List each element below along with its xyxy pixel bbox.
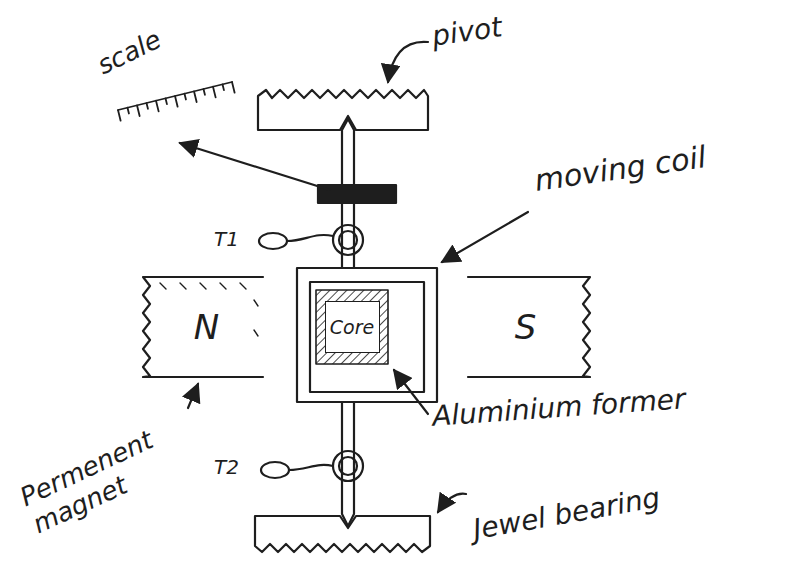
part-label: moving coil bbox=[532, 140, 708, 198]
pivot-leader bbox=[388, 42, 428, 82]
aluminium-former-hatch bbox=[316, 290, 388, 364]
pointer bbox=[180, 143, 330, 190]
terminal-label: T2 bbox=[214, 456, 239, 479]
scale-tick bbox=[118, 110, 121, 121]
aluminium-former-leader bbox=[394, 370, 428, 414]
part-label: Jewel bearing bbox=[471, 482, 663, 547]
jewel-bearing-block bbox=[255, 516, 430, 552]
spindle-lower bbox=[342, 402, 354, 526]
core-label: Core bbox=[330, 316, 374, 338]
magnet-pole-box: S bbox=[468, 279, 583, 375]
scale-tick bbox=[213, 87, 216, 98]
scale-tick bbox=[232, 82, 235, 93]
magnet-south-outline bbox=[468, 277, 590, 377]
magnet-pole-box: N bbox=[150, 279, 263, 375]
pivot-block bbox=[258, 90, 428, 130]
terminal-1 bbox=[259, 233, 287, 249]
scale-tick bbox=[166, 98, 167, 104]
scale-arc bbox=[118, 82, 232, 110]
scale-marks bbox=[118, 82, 235, 121]
terminal-2 bbox=[261, 462, 289, 478]
jewel-bearing-leader bbox=[438, 494, 466, 512]
terminal-label: T1 bbox=[214, 228, 239, 251]
scale-tick bbox=[156, 101, 159, 112]
part-label: Aluminium former bbox=[431, 383, 686, 433]
magnet-north-outline bbox=[143, 277, 263, 377]
magnet-leader bbox=[188, 384, 198, 408]
scale-tick bbox=[137, 105, 140, 116]
scale-tick bbox=[147, 103, 148, 109]
part-label: Permenent magnet bbox=[16, 410, 204, 540]
moving-coil-inner bbox=[310, 282, 424, 392]
part-label: scale bbox=[93, 25, 166, 81]
pointer-hub bbox=[318, 185, 396, 203]
terminal-2-lead bbox=[289, 465, 333, 470]
terminal-1-lead bbox=[287, 235, 333, 241]
control-spring-lower bbox=[333, 451, 363, 481]
scale-tick bbox=[204, 89, 205, 95]
scale-tick bbox=[185, 94, 186, 100]
scale-tick bbox=[175, 96, 178, 107]
control-spring-upper bbox=[333, 225, 363, 255]
core-box: Core bbox=[325, 301, 380, 353]
part-label: pivot bbox=[430, 11, 504, 53]
scale-tick bbox=[223, 84, 224, 90]
scale-tick bbox=[128, 108, 129, 114]
moving-coil-frame bbox=[297, 268, 437, 402]
moving-coil-leader bbox=[442, 212, 528, 262]
scale-tick bbox=[194, 91, 197, 102]
pole-label: S bbox=[515, 307, 537, 347]
pole-label: N bbox=[194, 307, 219, 347]
